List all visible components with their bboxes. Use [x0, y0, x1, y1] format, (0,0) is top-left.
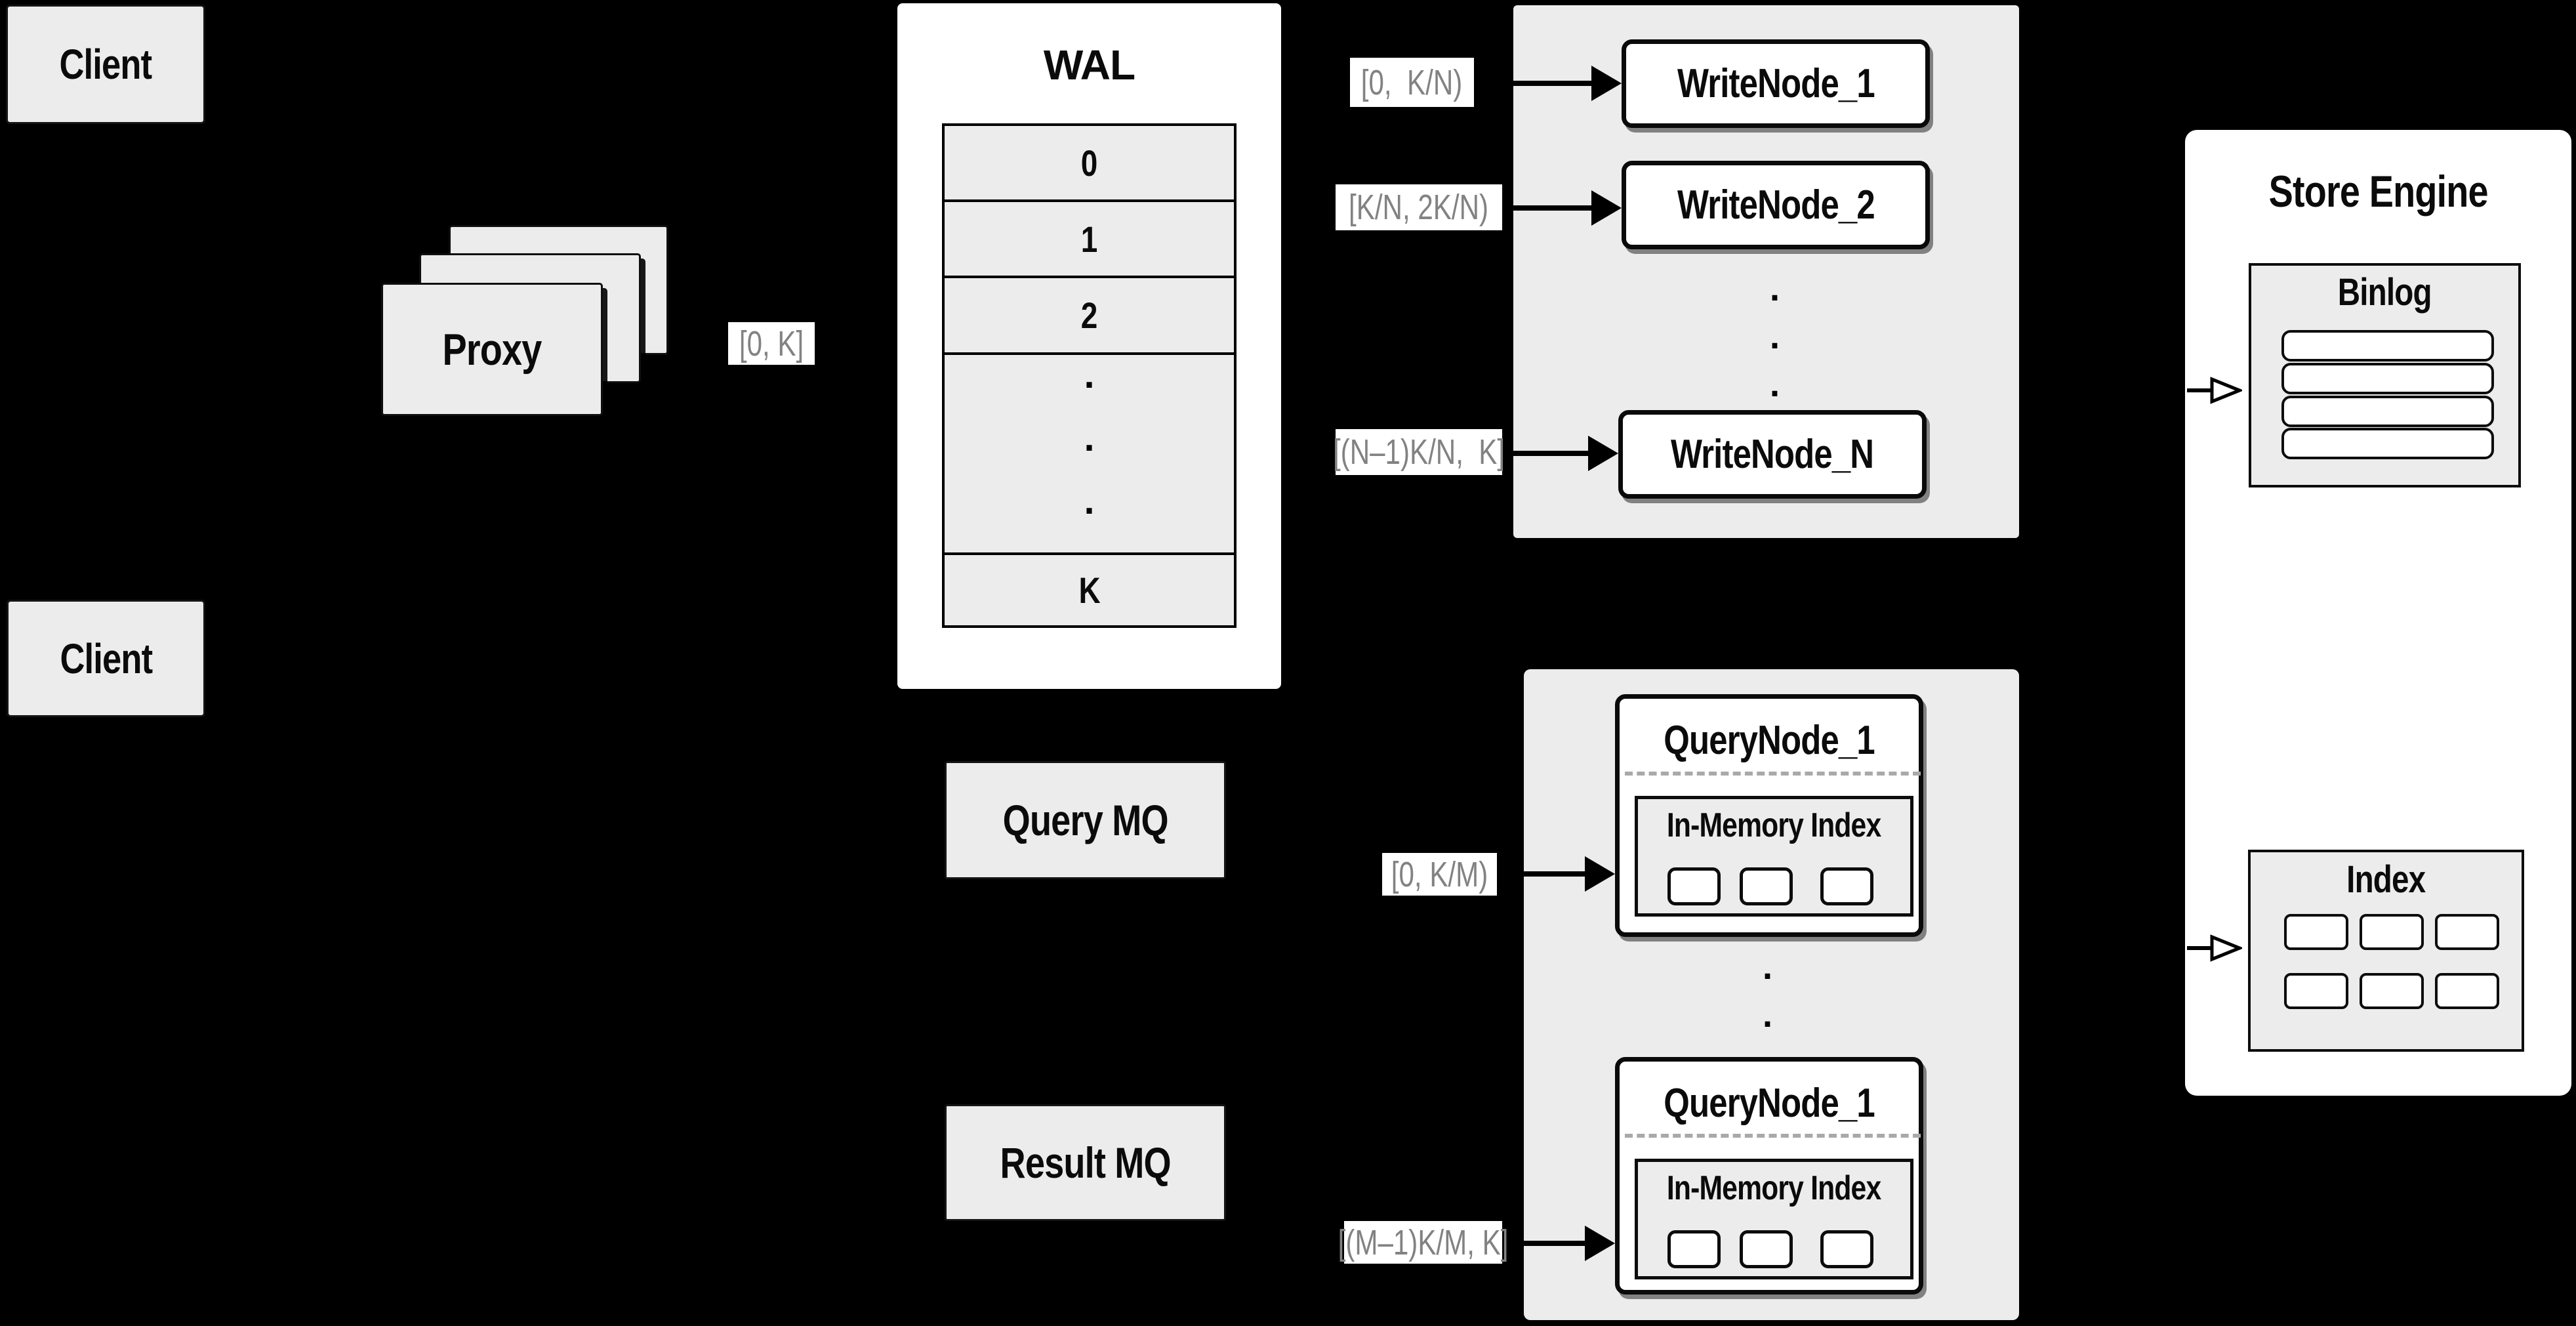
query-mq-node: Query MQ: [945, 761, 1226, 879]
memory-segment-cell: [1667, 1230, 1721, 1268]
arrow-line-query-m: [1524, 1241, 1587, 1246]
memory-segment-cell: [1740, 867, 1793, 905]
index-cell: [2284, 914, 2348, 950]
client-top-node: Client: [6, 5, 205, 124]
memory-segment-cell: [1740, 1230, 1793, 1268]
arrow-right-icon-write-2: [1591, 190, 1622, 226]
arrow-line-write-1: [1513, 81, 1593, 86]
memory-segment-cell: [1820, 867, 1873, 905]
range-label-proxy-wal: [0, K]: [728, 322, 815, 365]
arrow-right-icon-write-1: [1591, 66, 1622, 101]
arrow-line-write-n: [1513, 451, 1590, 456]
index-title: Index: [2346, 858, 2426, 901]
memory-segment-cell: [1820, 1230, 1873, 1268]
write-node-1: WriteNode_1: [1622, 39, 1930, 128]
write-cluster-ellipsis: ...: [1758, 274, 1791, 418]
client-top-label: Client: [59, 41, 153, 88]
store-engine-title: Store Engine: [2268, 167, 2488, 217]
binlog-row: [2281, 428, 2494, 459]
index-cell: [2435, 914, 2499, 950]
range-label-write-2: [K/N, 2K/N): [1336, 184, 1502, 230]
client-bottom-node: Client: [7, 600, 205, 717]
proxy-label: Proxy: [442, 324, 542, 375]
memory-segment-cell: [1667, 867, 1721, 905]
range-label-query-1: [0, K/M): [1382, 853, 1497, 896]
result-mq-node: Result MQ: [945, 1104, 1226, 1221]
wal-ellipsis: ...: [1071, 359, 1107, 549]
arrow-right-icon-write-n: [1588, 436, 1618, 471]
binlog-title: Binlog: [2337, 270, 2432, 314]
wal-segment-table: 0 1 2 ... K: [942, 123, 1237, 628]
wal-title: WAL: [1043, 41, 1135, 89]
open-arrow-right-icon-binlog: [2210, 377, 2242, 404]
write-node-n: WriteNode_N: [1618, 410, 1927, 499]
arrow-line-binlog: [2187, 388, 2213, 392]
range-label-write-1: [0, K/N): [1350, 58, 1474, 107]
index-cell: [2360, 973, 2424, 1009]
arrow-line-query-1: [1524, 871, 1587, 877]
index-box: [2248, 850, 2524, 1052]
index-cell: [2435, 973, 2499, 1009]
wal-segment-row-2: 2: [945, 278, 1234, 355]
query-node-2-separator: [1625, 1134, 1921, 1138]
wal-segment-row-0: 0: [945, 126, 1234, 202]
wal-ellipsis-row: ...: [945, 355, 1234, 555]
wal-segment-row-k: K: [945, 555, 1234, 625]
range-label-write-n: [(N–1)K/N, K]: [1333, 429, 1505, 475]
index-cell: [2284, 973, 2348, 1009]
query-node-1-separator: [1625, 772, 1921, 776]
proxy-node: Proxy: [381, 283, 603, 416]
query-node-2-title: QueryNode_1: [1664, 1080, 1875, 1126]
binlog-row: [2281, 396, 2494, 427]
open-arrow-right-icon-index: [2210, 934, 2242, 962]
binlog-row: [2281, 363, 2494, 394]
in-memory-index-title-1: In-Memory Index: [1667, 806, 1881, 844]
index-cell: [2360, 914, 2424, 950]
arrow-right-icon-query-1: [1585, 856, 1615, 892]
arrow-line-index: [2187, 946, 2213, 950]
client-bottom-label: Client: [60, 634, 153, 682]
in-memory-index-title-2: In-Memory Index: [1667, 1169, 1881, 1207]
arrow-line-write-2: [1513, 205, 1593, 211]
binlog-row: [2281, 330, 2494, 362]
write-node-2: WriteNode_2: [1622, 161, 1930, 249]
wal-segment-row-1: 1: [945, 202, 1234, 278]
query-node-1-title: QueryNode_1: [1664, 717, 1875, 763]
arrow-right-icon-query-m: [1585, 1226, 1615, 1261]
range-label-query-m: [(M–1)K/M, K]: [1338, 1221, 1508, 1264]
